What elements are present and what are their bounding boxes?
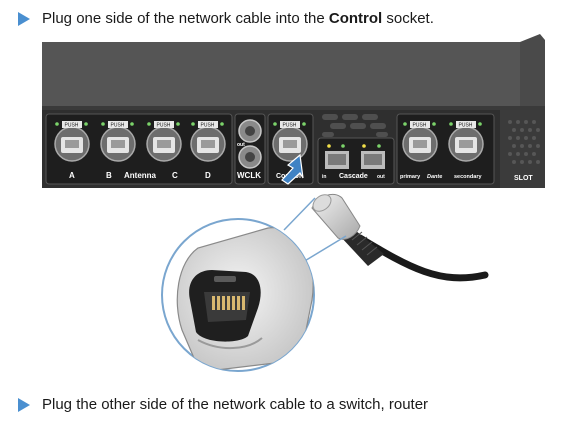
svg-text:PUSH: PUSH — [413, 123, 427, 129]
slot-area: SLOT — [508, 120, 540, 182]
cascade-in-port[interactable] — [325, 151, 349, 169]
insert-arrow-icon — [281, 153, 304, 185]
bnc-out-label: out — [237, 142, 245, 148]
port-d[interactable]: PUSH — [190, 121, 226, 162]
dante-primary-port[interactable]: PUSH — [402, 121, 438, 162]
label-slot: SLOT — [514, 175, 533, 182]
label-b: B — [106, 171, 112, 180]
zoom-line-top — [283, 197, 316, 231]
instruction-step-1: Plug one side of the network cable into … — [18, 10, 434, 27]
label-antenna: Antenna — [124, 171, 157, 180]
vent-slots — [322, 114, 388, 137]
port-a[interactable]: PUSH — [54, 121, 90, 162]
label-a: A — [69, 171, 75, 180]
cascade-group: in Cascade out — [317, 114, 395, 185]
svg-text:PUSH: PUSH — [459, 123, 473, 129]
port-b[interactable]: PUSH — [100, 121, 136, 162]
control-socket[interactable]: PUSH — [272, 121, 308, 162]
bullet-arrow-icon — [18, 11, 30, 26]
zoom-line-bottom — [302, 235, 347, 263]
label-secondary: secondary — [454, 174, 482, 180]
control-keyword: Control — [328, 10, 383, 27]
port-group-abcd: PUSH PUSH PUSH PUSH A B Antenna C D — [45, 113, 233, 185]
dante-secondary-port[interactable]: PUSH — [448, 121, 484, 162]
label-cascade: Cascade — [339, 173, 368, 180]
label-c: C — [172, 171, 178, 180]
svg-text:PUSH: PUSH — [157, 123, 171, 129]
svg-text:PUSH: PUSH — [111, 123, 125, 129]
label-wclk: WCLK — [237, 171, 261, 180]
bullet-arrow-icon — [18, 397, 30, 412]
label-dante: Dante — [427, 174, 442, 180]
plug-zoom-detail — [161, 218, 315, 372]
svg-text:PUSH: PUSH — [201, 123, 215, 129]
label-d: D — [205, 171, 211, 180]
svg-text:PUSH: PUSH — [283, 123, 297, 129]
cascade-out-label: out — [377, 174, 385, 180]
bnc-in-connector[interactable] — [238, 119, 262, 143]
cascade-out-port[interactable] — [361, 151, 385, 169]
step-2-text: Plug the other side of the network cable… — [42, 396, 429, 413]
bnc-out-connector[interactable] — [238, 145, 262, 169]
instruction-step-2: Plug the other side of the network cable… — [18, 396, 428, 413]
label-primary: primary — [400, 174, 421, 180]
port-c[interactable]: PUSH — [146, 121, 182, 162]
wclk-group: out WCLK — [234, 113, 266, 185]
svg-text:PUSH: PUSH — [65, 123, 79, 129]
cascade-in-label: in — [322, 174, 326, 180]
slot-vent-grid — [508, 120, 540, 164]
dante-group: PUSH PUSH primary Dante secondary — [396, 113, 495, 185]
network-cable-plug — [311, 193, 489, 282]
step-1-text: Plug one side of the network cable into … — [42, 10, 434, 27]
